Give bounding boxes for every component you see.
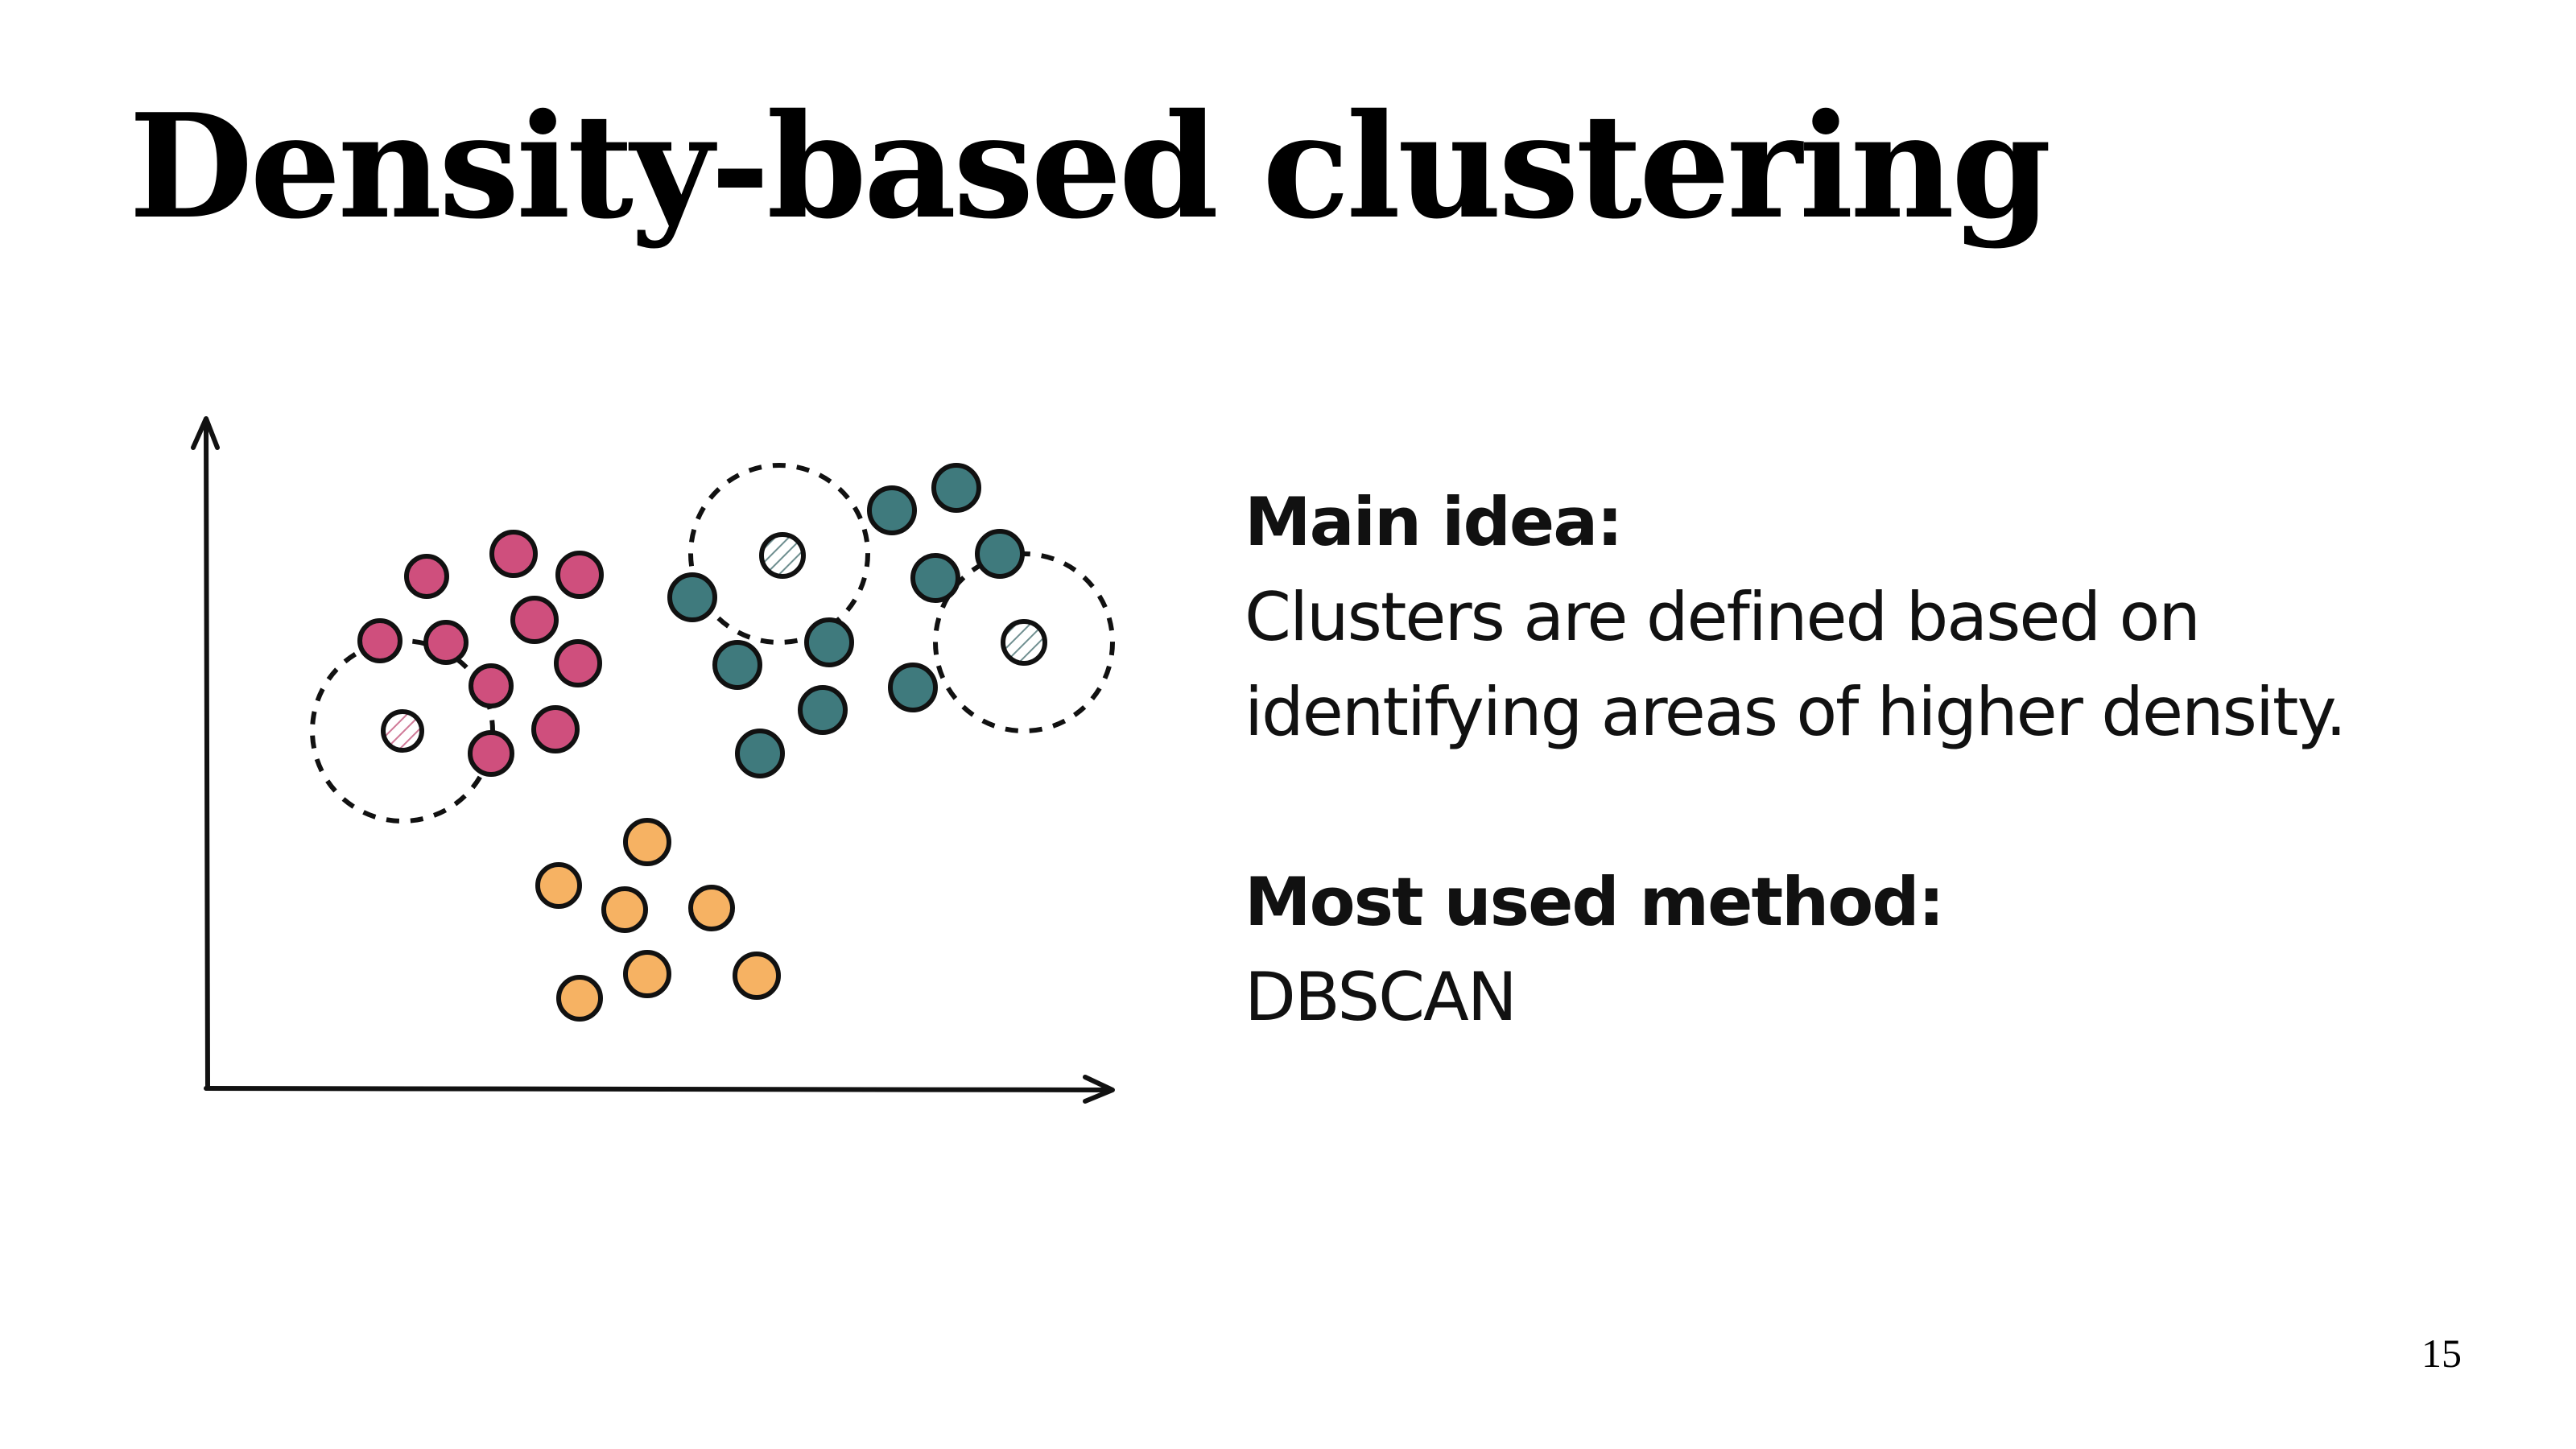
- core-point-pink: [381, 709, 424, 753]
- data-point: [931, 463, 981, 513]
- data-point: [535, 862, 582, 909]
- data-point: [733, 952, 781, 1000]
- neighborhood-circle-teal-top: [688, 463, 870, 645]
- y-axis-arrow-icon: [191, 416, 220, 450]
- slide-title: Density-based clustering: [129, 82, 2051, 250]
- explanation-text: Main idea: Clusters are defined based on…: [1245, 475, 2500, 1045]
- data-point: [489, 530, 538, 578]
- data-point: [468, 730, 514, 777]
- data-point: [623, 950, 671, 998]
- core-point-teal-right: [1001, 619, 1047, 666]
- teal-cluster: [667, 463, 1025, 778]
- pink-cluster: [357, 530, 604, 777]
- data-point: [667, 572, 717, 622]
- method-heading: Most used method:: [1245, 863, 1945, 941]
- y-axis: [204, 419, 210, 1091]
- data-point: [556, 975, 603, 1022]
- data-point: [554, 639, 602, 687]
- main-idea-text: Clusters are defined based on identifyin…: [1245, 578, 2347, 751]
- data-point: [975, 529, 1025, 579]
- data-point: [510, 596, 559, 644]
- data-point: [888, 663, 938, 712]
- data-point: [712, 640, 762, 690]
- data-point: [688, 885, 735, 931]
- data-point: [469, 663, 514, 708]
- data-point: [531, 705, 580, 753]
- data-point: [601, 886, 648, 933]
- data-point: [804, 617, 854, 667]
- method-text: DBSCAN: [1245, 958, 1517, 1036]
- data-point: [555, 551, 604, 599]
- page-number: 15: [2421, 1331, 2462, 1376]
- x-axis: [204, 1086, 1113, 1092]
- core-point-teal-top: [759, 532, 806, 579]
- x-axis-arrow-icon: [1083, 1075, 1115, 1104]
- spacer: [1245, 760, 2500, 855]
- data-point: [867, 485, 917, 535]
- data-point: [423, 620, 469, 665]
- data-point: [798, 685, 848, 735]
- data-point: [404, 554, 449, 599]
- main-idea-heading: Main idea:: [1245, 483, 1623, 561]
- data-point: [623, 818, 671, 866]
- clustering-diagram: [191, 416, 1115, 1104]
- data-point: [357, 618, 402, 663]
- orange-cluster: [535, 818, 781, 1022]
- data-point: [910, 553, 960, 603]
- data-point: [735, 729, 785, 778]
